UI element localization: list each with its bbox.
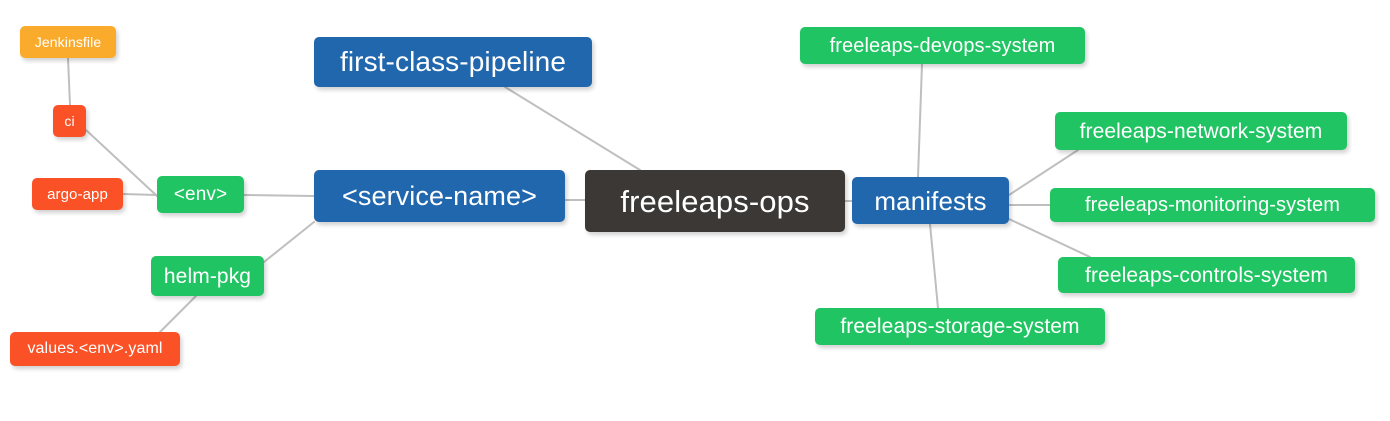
mindmap-node-label-values-env-yaml: values.<env>.yaml: [27, 340, 163, 357]
mindmap-node-freeleaps-devops-system[interactable]: freeleaps-devops-system: [800, 27, 1085, 64]
mindmap-node-freeleaps-network-system[interactable]: freeleaps-network-system: [1055, 112, 1347, 150]
mindmap-node-service-name[interactable]: <service-name>: [314, 170, 565, 222]
mindmap-node-label-freeleaps-monitoring-system: freeleaps-monitoring-system: [1084, 194, 1340, 216]
mindmap-node-label-first-class-pipeline: first-class-pipeline: [339, 46, 567, 77]
mindmap-edge-env-to-service-name: [243, 194, 315, 197]
mindmap-node-env[interactable]: <env>: [157, 176, 244, 213]
mindmap-node-values-env-yaml[interactable]: values.<env>.yaml: [10, 332, 180, 366]
mindmap-node-label-freeleaps-network-system: freeleaps-network-system: [1079, 119, 1323, 143]
mindmap-edge-manifests-to-freeleaps-storage-system: [929, 223, 939, 309]
mindmap-edge-argo-app-to-env: [122, 193, 158, 196]
mindmap-edge-jenkinsfile-to-ci: [67, 57, 71, 106]
mindmap-node-label-env: <env>: [173, 184, 228, 205]
mindmap-node-helm-pkg[interactable]: helm-pkg: [151, 256, 264, 296]
mindmap-node-manifests[interactable]: manifests: [852, 177, 1009, 224]
mindmap-node-label-argo-app: argo-app: [47, 185, 108, 203]
mindmap-node-label-manifests: manifests: [874, 185, 987, 216]
mindmap-node-argo-app[interactable]: argo-app: [32, 178, 123, 210]
mindmap-edge-service-name-to-helm-pkg: [263, 221, 315, 263]
mindmap-node-first-class-pipeline[interactable]: first-class-pipeline: [314, 37, 592, 87]
mindmap-node-freeleaps-ops[interactable]: freeleaps-ops: [585, 170, 845, 232]
mindmap-node-freeleaps-controls-system[interactable]: freeleaps-controls-system: [1058, 257, 1355, 293]
mindmap-node-jenkinsfile[interactable]: Jenkinsfile: [20, 26, 116, 58]
mindmap-edge-manifests-to-freeleaps-devops-system: [917, 63, 923, 178]
mindmap-node-freeleaps-storage-system[interactable]: freeleaps-storage-system: [815, 308, 1105, 345]
mindmap-node-freeleaps-monitoring-system[interactable]: freeleaps-monitoring-system: [1050, 188, 1375, 222]
mindmap-node-label-jenkinsfile: Jenkinsfile: [34, 34, 102, 50]
mindmap-node-label-freeleaps-controls-system: freeleaps-controls-system: [1085, 263, 1328, 287]
mindmap-edge-first-class-pipeline-to-freeleaps-ops: [504, 86, 641, 171]
mindmap-node-ci[interactable]: ci: [53, 105, 86, 137]
mindmap-node-label-helm-pkg: helm-pkg: [163, 264, 252, 288]
mindmap-node-label-ci: ci: [64, 113, 75, 129]
mindmap-node-label-freeleaps-devops-system: freeleaps-devops-system: [829, 34, 1056, 57]
mindmap-edge-helm-pkg-to-values-env-yaml: [159, 295, 197, 333]
mindmap-node-label-service-name: <service-name>: [342, 180, 537, 211]
mindmap-node-label-freeleaps-storage-system: freeleaps-storage-system: [840, 315, 1080, 338]
mindmap-edge-manifests-to-freeleaps-controls-system: [1008, 218, 1091, 258]
mindmap-node-label-freeleaps-ops: freeleaps-ops: [620, 183, 810, 219]
